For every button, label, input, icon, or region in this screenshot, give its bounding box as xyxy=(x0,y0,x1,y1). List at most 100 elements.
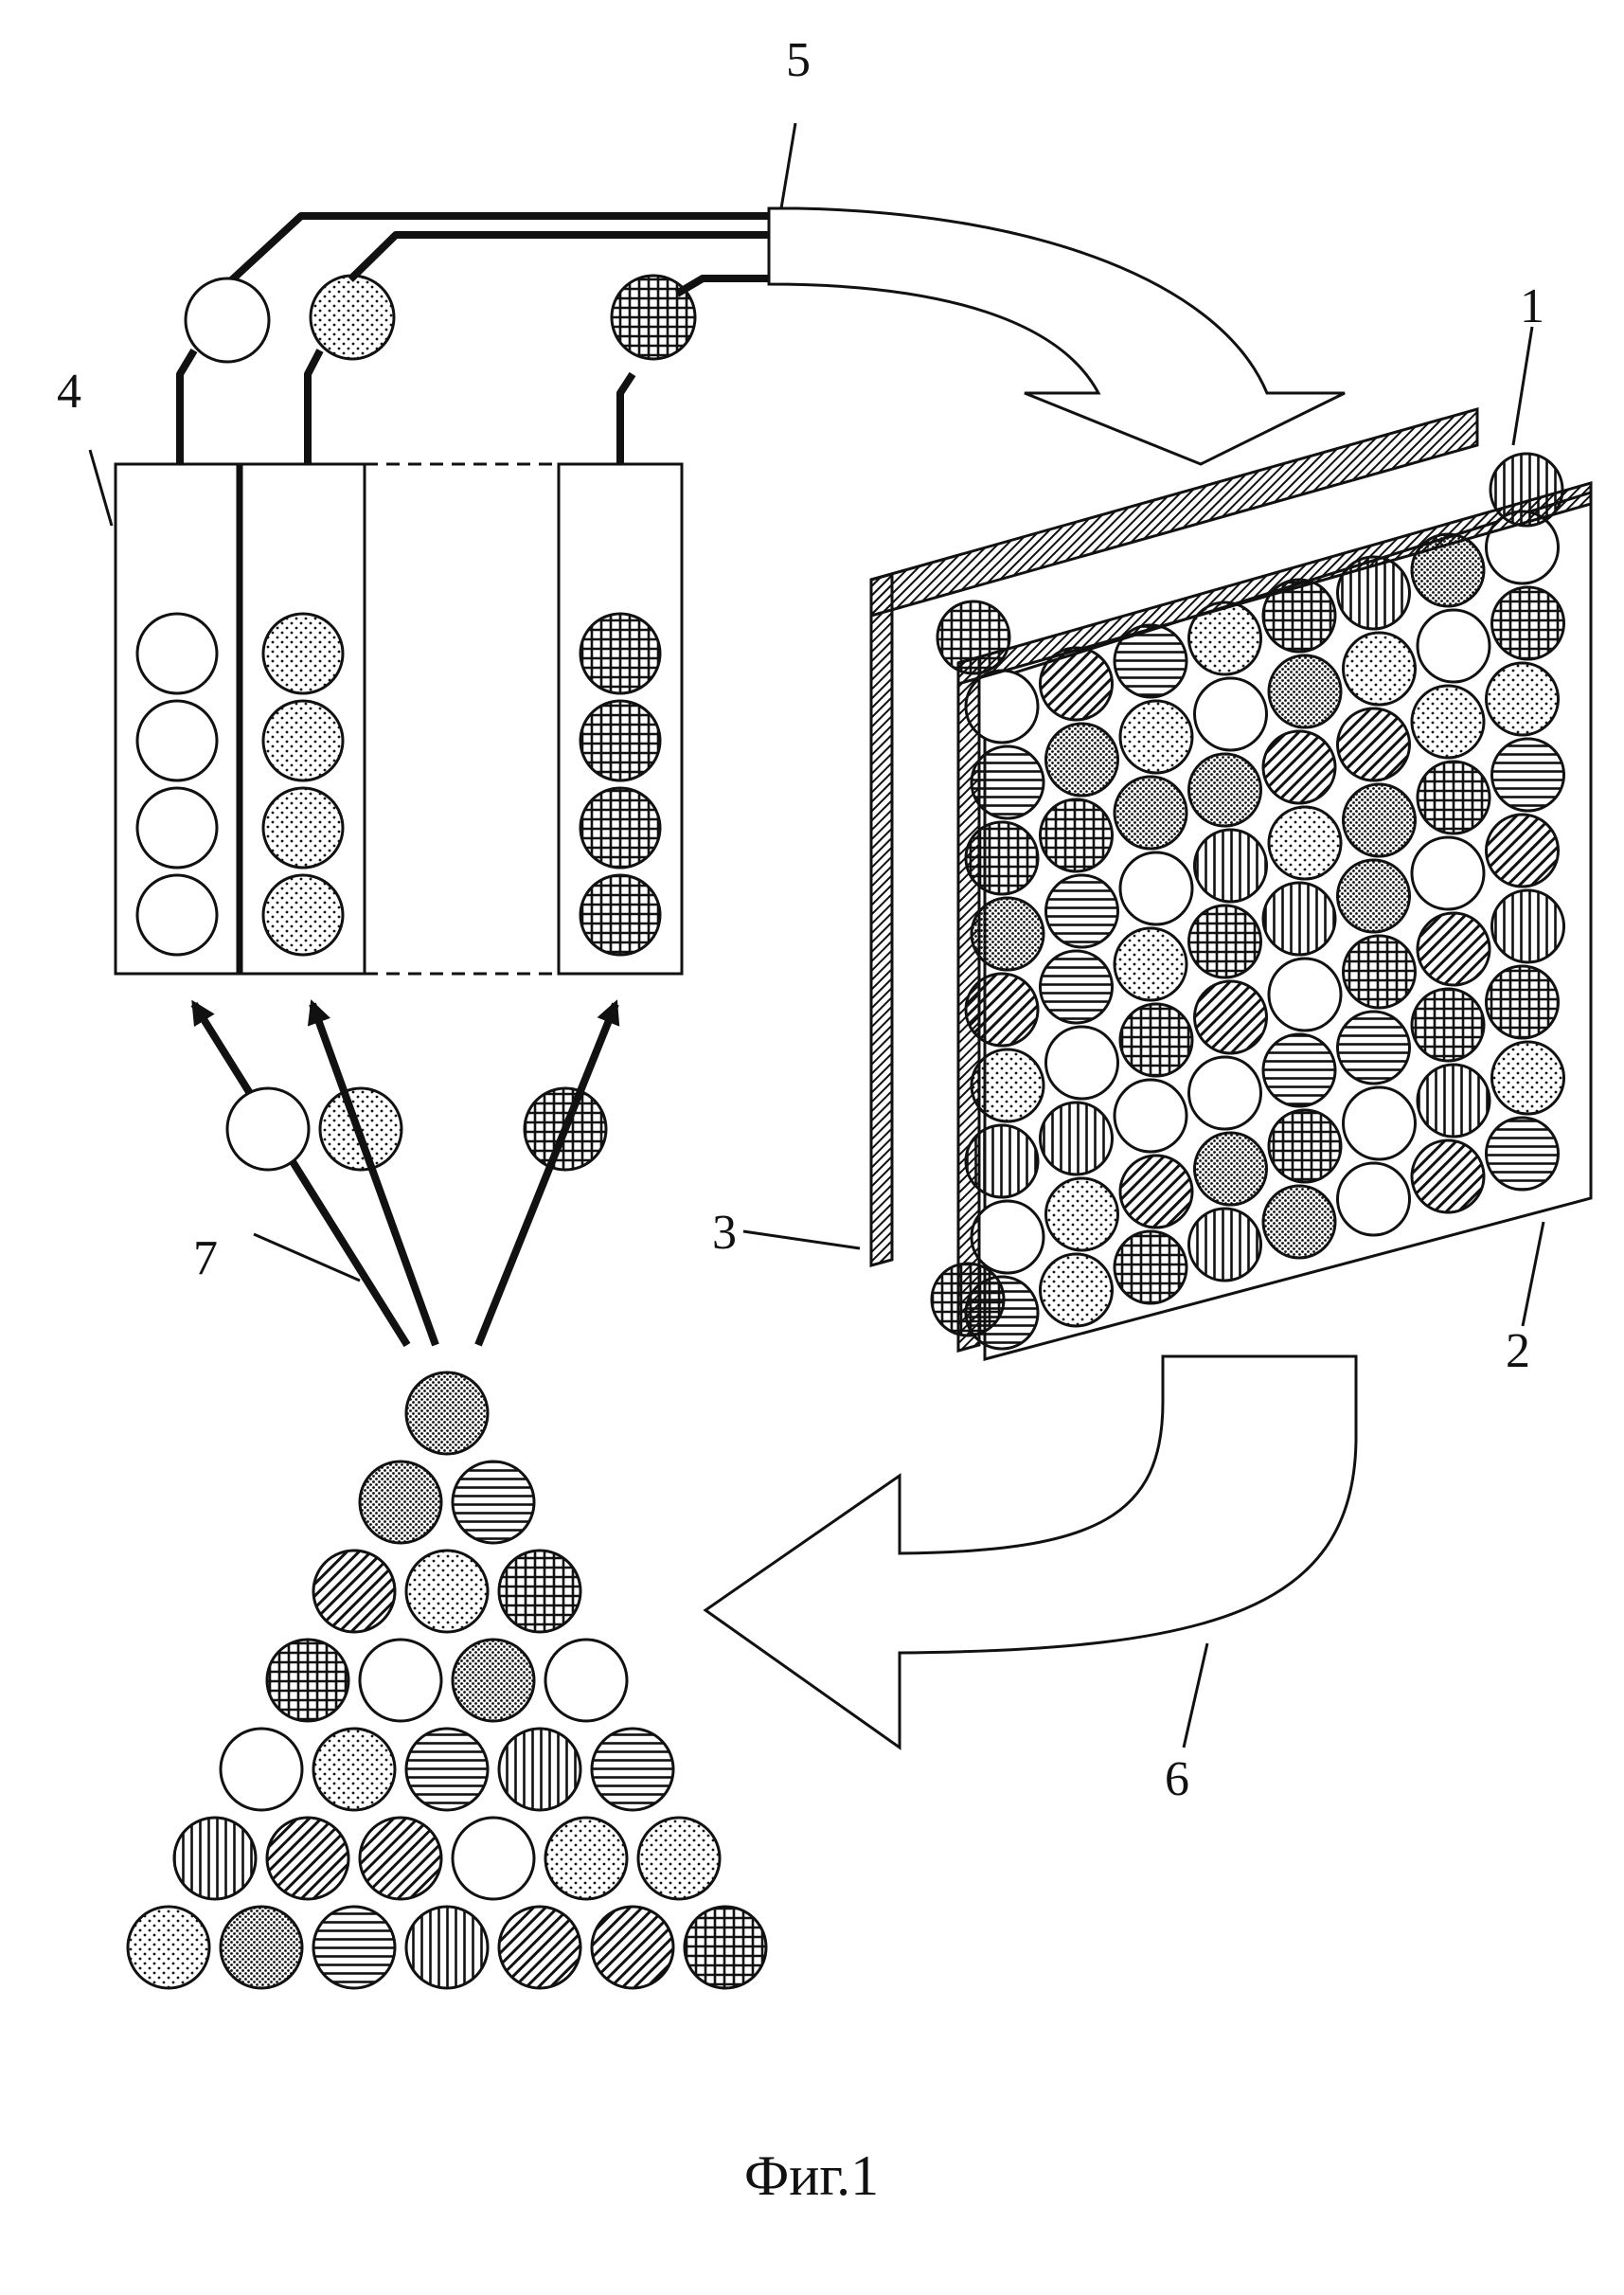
ball-dots xyxy=(263,788,343,868)
ball-white xyxy=(1115,1080,1187,1152)
leader-3 xyxy=(743,1231,860,1248)
label-3: 3 xyxy=(712,1206,737,1260)
ball-white xyxy=(227,1088,309,1170)
ball-dense-dots xyxy=(1269,655,1341,727)
ball-horizontal-lines xyxy=(1338,1012,1410,1084)
ball-grid xyxy=(580,701,660,780)
label-1: 1 xyxy=(1520,279,1544,333)
ball-grid xyxy=(1115,1231,1187,1303)
ball-grid xyxy=(1344,936,1416,1008)
ball-dense-dots xyxy=(360,1461,441,1543)
ball-white xyxy=(360,1640,441,1721)
ball-horizontal-lines xyxy=(972,746,1044,818)
ball-dots xyxy=(1115,928,1187,1000)
ball-dense-dots xyxy=(406,1372,488,1454)
ball-vertical-lines xyxy=(1195,830,1267,902)
hopper-balls xyxy=(137,614,660,955)
ball-dense-dots xyxy=(1046,724,1118,796)
arrow-to-grid xyxy=(478,1004,616,1345)
ball-grid xyxy=(580,788,660,868)
figure-caption: Фиг.1 xyxy=(744,2144,879,2207)
ball-diagonal-lines xyxy=(1263,731,1335,803)
ball-vertical-lines xyxy=(1492,890,1564,962)
ball-horizontal-lines xyxy=(1041,951,1113,1023)
ball-white xyxy=(972,1201,1044,1273)
ball-white xyxy=(137,701,217,780)
ball-dots xyxy=(263,875,343,955)
ball-white xyxy=(137,614,217,693)
ball-grid xyxy=(1412,989,1484,1061)
ball-grid xyxy=(1418,762,1490,834)
sorting-balls xyxy=(227,1088,606,1170)
ball-dots xyxy=(972,1049,1044,1121)
ball-vertical-lines xyxy=(499,1729,580,1810)
ball-white xyxy=(1338,1163,1410,1235)
ball-horizontal-lines xyxy=(1487,1118,1559,1190)
ball-grid xyxy=(580,614,660,693)
return-arrow xyxy=(705,1356,1356,1748)
ball-grid xyxy=(267,1640,348,1721)
ball-diagonal-lines xyxy=(267,1818,348,1899)
ball-dense-dots xyxy=(221,1907,302,1988)
ball-grid xyxy=(525,1088,606,1170)
ball-diagonal-lines xyxy=(499,1907,580,1988)
leader-4 xyxy=(90,450,112,526)
ball-horizontal-lines xyxy=(1263,1034,1335,1106)
ball-dots xyxy=(1487,663,1559,735)
ball-white xyxy=(1344,1087,1416,1159)
ball-white xyxy=(1195,678,1267,750)
ball-grid xyxy=(1189,905,1261,977)
ball-white xyxy=(453,1818,534,1899)
ball-white xyxy=(545,1640,627,1721)
ball-diagonal-lines xyxy=(1195,981,1267,1053)
ball-dense-dots xyxy=(1189,754,1261,826)
ball-dots xyxy=(406,1551,488,1632)
ball-diagonal-lines xyxy=(1120,1156,1192,1228)
ball-vertical-lines xyxy=(1263,883,1335,955)
label-2: 2 xyxy=(1506,1324,1530,1378)
ball-vertical-lines xyxy=(1041,1103,1113,1174)
ball-white xyxy=(221,1729,302,1810)
ball-grid xyxy=(1269,1110,1341,1182)
ball-white xyxy=(1418,610,1490,682)
ball-dense-dots xyxy=(1263,1186,1335,1258)
leader-1 xyxy=(1513,327,1532,445)
ball-horizontal-lines xyxy=(1046,875,1118,947)
ball-white xyxy=(1120,852,1192,924)
ball-white xyxy=(1046,1027,1118,1099)
ball-horizontal-lines xyxy=(1492,739,1564,811)
ball-diagonal-lines xyxy=(592,1907,673,1988)
ball-horizontal-lines xyxy=(453,1461,534,1543)
ball-diagonal-lines xyxy=(1338,708,1410,780)
feed-balls xyxy=(186,276,695,362)
ball-dots xyxy=(263,614,343,693)
ball-grid xyxy=(1041,799,1113,871)
ball-dense-dots xyxy=(1338,860,1410,932)
ball-dots xyxy=(1492,1042,1564,1114)
mixed-balls-pile xyxy=(128,1372,766,1988)
label-6: 6 xyxy=(1165,1752,1189,1806)
panel-back-edge xyxy=(871,574,892,1265)
ball-dense-dots xyxy=(453,1640,534,1721)
label-5: 5 xyxy=(786,33,811,87)
ball-dots xyxy=(320,1088,402,1170)
ball-white xyxy=(186,278,269,362)
ball-dense-dots xyxy=(1195,1133,1267,1205)
ball-dense-dots xyxy=(972,898,1044,970)
ball-white xyxy=(1189,1057,1261,1129)
ball-dense-dots xyxy=(1115,777,1187,849)
ball-dots xyxy=(638,1818,720,1899)
ball-vertical-lines xyxy=(406,1907,488,1988)
ball-grid xyxy=(1487,966,1559,1038)
ball-vertical-lines xyxy=(1418,1065,1490,1137)
ball-dots xyxy=(1120,701,1192,773)
ball-dots xyxy=(545,1818,627,1899)
label-4: 4 xyxy=(57,365,81,419)
ball-grid xyxy=(580,875,660,955)
ball-white xyxy=(1269,959,1341,1031)
ball-horizontal-lines xyxy=(592,1729,673,1810)
ball-dots xyxy=(1344,633,1416,705)
ball-diagonal-lines xyxy=(360,1818,441,1899)
ball-grid xyxy=(499,1551,580,1632)
ball-grid xyxy=(1120,1004,1192,1076)
